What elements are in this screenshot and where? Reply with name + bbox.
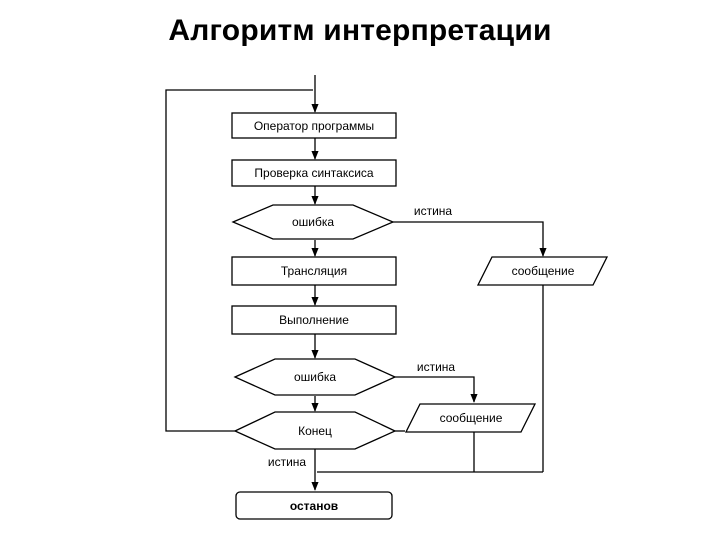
node-error1: ошибка — [231, 204, 395, 240]
node-error2: ошибка — [233, 358, 397, 396]
node-operator-label: Оператор программы — [254, 119, 374, 133]
edge-label-true-1: истина — [414, 204, 453, 218]
node-message2-label: сообщение — [440, 411, 503, 425]
node-error1-label: ошибка — [292, 215, 334, 229]
edge-label-true-3: истина — [268, 455, 307, 469]
node-stop: останов — [235, 491, 393, 520]
node-execution-label: Выполнение — [279, 313, 349, 327]
node-stop-label: останов — [290, 499, 338, 513]
node-message1: сообщение — [476, 256, 609, 286]
connectors — [165, 75, 547, 491]
node-end-label: Конец — [298, 424, 332, 438]
page-title: Алгоритм интерпретации — [168, 14, 552, 47]
node-message1-label: сообщение — [512, 264, 575, 278]
loop-back-line — [165, 89, 313, 432]
edge-error1-message1 — [393, 221, 547, 257]
node-translation-label: Трансляция — [281, 264, 347, 278]
node-error2-label: ошибка — [294, 370, 336, 384]
node-syntax-check: Проверка синтаксиса — [231, 159, 397, 187]
node-execution: Выполнение — [231, 305, 397, 335]
node-message2: сообщение — [404, 403, 537, 433]
edge-label-true-2: истина — [417, 360, 456, 374]
node-syntax-check-label: Проверка синтаксиса — [254, 166, 374, 180]
edge-error2-message2 — [395, 376, 478, 403]
node-operator: Оператор программы — [231, 112, 397, 139]
node-end: Конец — [233, 411, 397, 450]
node-translation: Трансляция — [231, 256, 397, 286]
